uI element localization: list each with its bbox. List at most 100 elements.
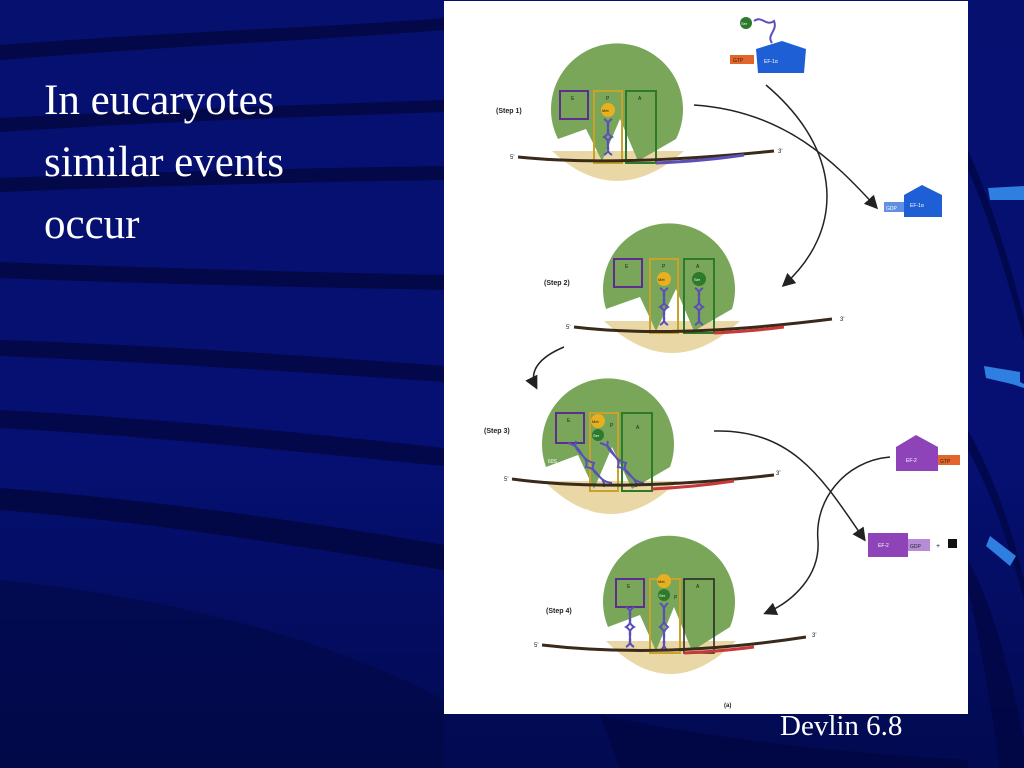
small-subunit-label: 40S <box>642 353 652 359</box>
background-stripe <box>0 18 444 60</box>
arrow-step-2-to-3 <box>525 346 565 390</box>
trna-helix <box>567 440 613 488</box>
accent-mark <box>984 366 1020 386</box>
e-site-label: E <box>625 264 629 270</box>
trna-helix <box>658 287 670 326</box>
met-residue <box>657 272 671 286</box>
step-label: (Step 3) <box>484 428 510 435</box>
mrna-3-prime: 3' <box>812 633 816 639</box>
background-stripe <box>0 100 444 132</box>
mrna-3-prime: 3' <box>776 471 780 477</box>
met-label: Met <box>602 108 610 113</box>
ef2-label: EF-2 <box>878 543 889 549</box>
large-subunit <box>551 43 683 161</box>
p-site-label: P <box>674 595 678 601</box>
a-site-box <box>625 90 657 164</box>
ef2-gdp-complex: EF-2 GDP + <box>868 533 957 557</box>
trna-helix <box>693 287 705 326</box>
p-site-box <box>593 90 623 164</box>
arrow-ef2-binding <box>763 456 891 616</box>
large-subunit <box>542 378 674 489</box>
a-site-label: A <box>696 264 700 270</box>
slide-title-line: In eucaryotes <box>44 77 275 124</box>
ef2-gtp-complex: EF-2 GTP <box>896 435 960 471</box>
mrna-codon <box>655 153 745 165</box>
mrna-codon <box>713 325 785 335</box>
mrna-3-prime: 3' <box>840 317 844 323</box>
phosphate-square <box>948 539 957 548</box>
met-residue <box>657 574 671 588</box>
ef2-factor <box>896 435 938 471</box>
gtp-tag <box>938 455 960 465</box>
ser-residue <box>692 272 706 286</box>
ser-label: Ser <box>741 21 748 26</box>
step-3: (Step 3) E P A Met Ser 60S 40S 5' 3' <box>484 378 780 515</box>
trna-helix <box>624 606 636 648</box>
met-label: Met <box>592 419 600 424</box>
e-site-box <box>613 258 643 288</box>
p-site-label: P <box>610 423 614 429</box>
mrna-5-prime: 5' <box>504 477 508 483</box>
met-residue <box>601 103 615 117</box>
ser-residue <box>658 589 670 601</box>
met-label: Met <box>658 579 666 584</box>
arrow-ef2-cycle <box>713 430 866 542</box>
elongation-diagram: (Step 1) E P A Met 60S 40S 5' 3' Ser EF- <box>484 17 960 709</box>
trna-helix <box>602 118 614 156</box>
step-label: (Step 4) <box>546 608 572 615</box>
ef1a-factor <box>756 41 806 73</box>
slide-title-line: occur <box>44 201 140 248</box>
step-4: (Step 4) E P A Met Ser 60S 40S 5' 3' <box>534 535 816 677</box>
arrow-ef1a-release <box>693 104 879 210</box>
large-subunit-label: 60S <box>610 307 620 313</box>
background-stripe <box>0 340 444 382</box>
a-site-box <box>621 412 653 492</box>
mrna-codon <box>651 479 735 491</box>
small-subunit-label: 40S <box>580 509 590 515</box>
p-site-label: P <box>662 264 666 270</box>
e-site-box <box>615 578 645 608</box>
ser-label: Ser <box>659 593 666 598</box>
background-stripe-bottom <box>600 715 968 768</box>
slide-title: In eucaryotes similar events occur <box>44 70 424 256</box>
background-stripe-right <box>968 150 1024 340</box>
e-site-label: E <box>571 96 575 102</box>
background-stripe <box>0 166 444 192</box>
trna-helix <box>599 440 645 488</box>
a-site-label: A <box>636 425 640 431</box>
met-label: Met <box>658 277 666 282</box>
ef1a-label: EF-1α <box>764 59 778 65</box>
p-site-box <box>589 412 619 492</box>
ser-residue <box>592 429 604 441</box>
p-site-label: P <box>606 96 610 102</box>
background-stripe-right <box>968 430 1024 600</box>
step-2: (Step 2) E P A Met Ser 60S 40S 5' 3' <box>544 223 844 359</box>
background-shadow <box>0 580 444 768</box>
mrna-5-prime: 5' <box>510 155 514 161</box>
mrna-5-prime: 5' <box>566 325 570 331</box>
e-site-box <box>559 90 589 120</box>
plus-sign: + <box>936 543 940 550</box>
a-site-label: A <box>696 584 700 590</box>
small-subunit <box>604 321 740 353</box>
ser-label: Ser <box>694 277 701 282</box>
p-site-box <box>649 258 679 334</box>
gdp-tag <box>908 539 930 551</box>
mrna <box>541 635 807 652</box>
large-subunit-label: 60S <box>548 459 558 465</box>
ser-label: Ser <box>593 433 600 438</box>
step-label: (Step 1) <box>496 108 522 115</box>
gtp-label: GTP <box>940 459 951 465</box>
mrna-3-prime: 3' <box>778 149 782 155</box>
ef1a-factor <box>904 185 942 217</box>
arrow-ef1a-binding <box>765 84 828 288</box>
small-subunit <box>552 151 684 181</box>
a-site-label: A <box>638 96 642 102</box>
accent-mark <box>988 186 1024 200</box>
background-stripe-right <box>968 560 1024 768</box>
background-stripe <box>0 410 444 466</box>
e-site-label: E <box>627 584 631 590</box>
mrna <box>517 149 775 163</box>
ser-residue <box>740 17 752 29</box>
